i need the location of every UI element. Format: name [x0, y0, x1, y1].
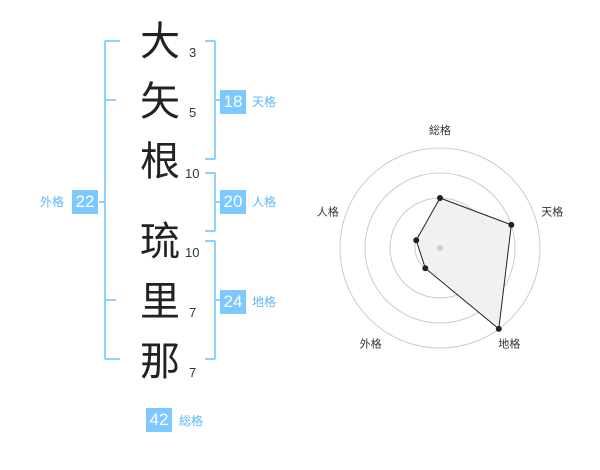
- stroke-count-3: 10: [185, 166, 200, 181]
- radar-axis-label-5: 人格: [317, 205, 339, 219]
- radar-ring-3: [364, 172, 516, 324]
- jinkaku-label: 人格: [252, 195, 277, 209]
- chikaku-bracket-tick: [216, 299, 220, 301]
- chikaku-label: 地格: [252, 295, 277, 309]
- radar-axis-label-2: 天格: [541, 205, 563, 219]
- radar-center-dot: [437, 245, 443, 251]
- gaikaku-bracket-connector: [99, 201, 104, 203]
- name-character-5: 里: [140, 279, 180, 325]
- tenkaku-bracket: [205, 40, 216, 160]
- gaikaku-bracket-tick-lower: [104, 299, 116, 301]
- chikaku-badge: 24: [220, 290, 246, 314]
- radar-points: [413, 195, 515, 332]
- gaikaku-label: 外格: [40, 195, 65, 209]
- soukaku-label: 総格: [179, 414, 204, 428]
- stroke-count-1: 3: [189, 45, 197, 60]
- name-character-3: 根: [140, 139, 180, 185]
- chikaku-bracket: [205, 240, 216, 360]
- radar-axis-label-1: 総格: [429, 123, 451, 137]
- tenkaku-label: 天格: [252, 95, 277, 109]
- radar-point-2: [508, 221, 515, 228]
- stroke-count-6: 7: [189, 365, 197, 380]
- stroke-count-2: 5: [189, 105, 197, 120]
- radar-ring-4: [339, 147, 541, 349]
- tenkaku-bracket-tick: [216, 99, 220, 101]
- radar-point-4: [422, 265, 429, 272]
- stroke-count-5: 7: [189, 305, 197, 320]
- jinkaku-bracket: [205, 172, 216, 232]
- name-character-2: 矢: [140, 79, 180, 125]
- radar-point-5: [413, 237, 420, 244]
- gaikaku-badge: 22: [72, 190, 98, 214]
- soukaku-badge: 42: [146, 408, 172, 432]
- radar-data-polygon: [415, 197, 512, 330]
- radar-axis-label-3: 地格: [498, 336, 520, 350]
- name-character-6: 那: [140, 339, 180, 385]
- stroke-count-4: 10: [185, 245, 200, 260]
- radar-point-1: [437, 195, 443, 201]
- name-character-1: 大: [140, 19, 180, 65]
- name-character-4: 琉: [140, 219, 180, 265]
- jinkaku-bracket-tick: [216, 201, 220, 203]
- radar-point-3: [495, 325, 502, 332]
- tenkaku-badge: 18: [220, 90, 246, 114]
- jinkaku-badge: 20: [220, 190, 246, 214]
- gaikaku-bracket-tick-upper: [104, 99, 116, 101]
- gaikaku-bracket: [104, 40, 120, 360]
- radar-axis-label-4: 外格: [360, 336, 382, 350]
